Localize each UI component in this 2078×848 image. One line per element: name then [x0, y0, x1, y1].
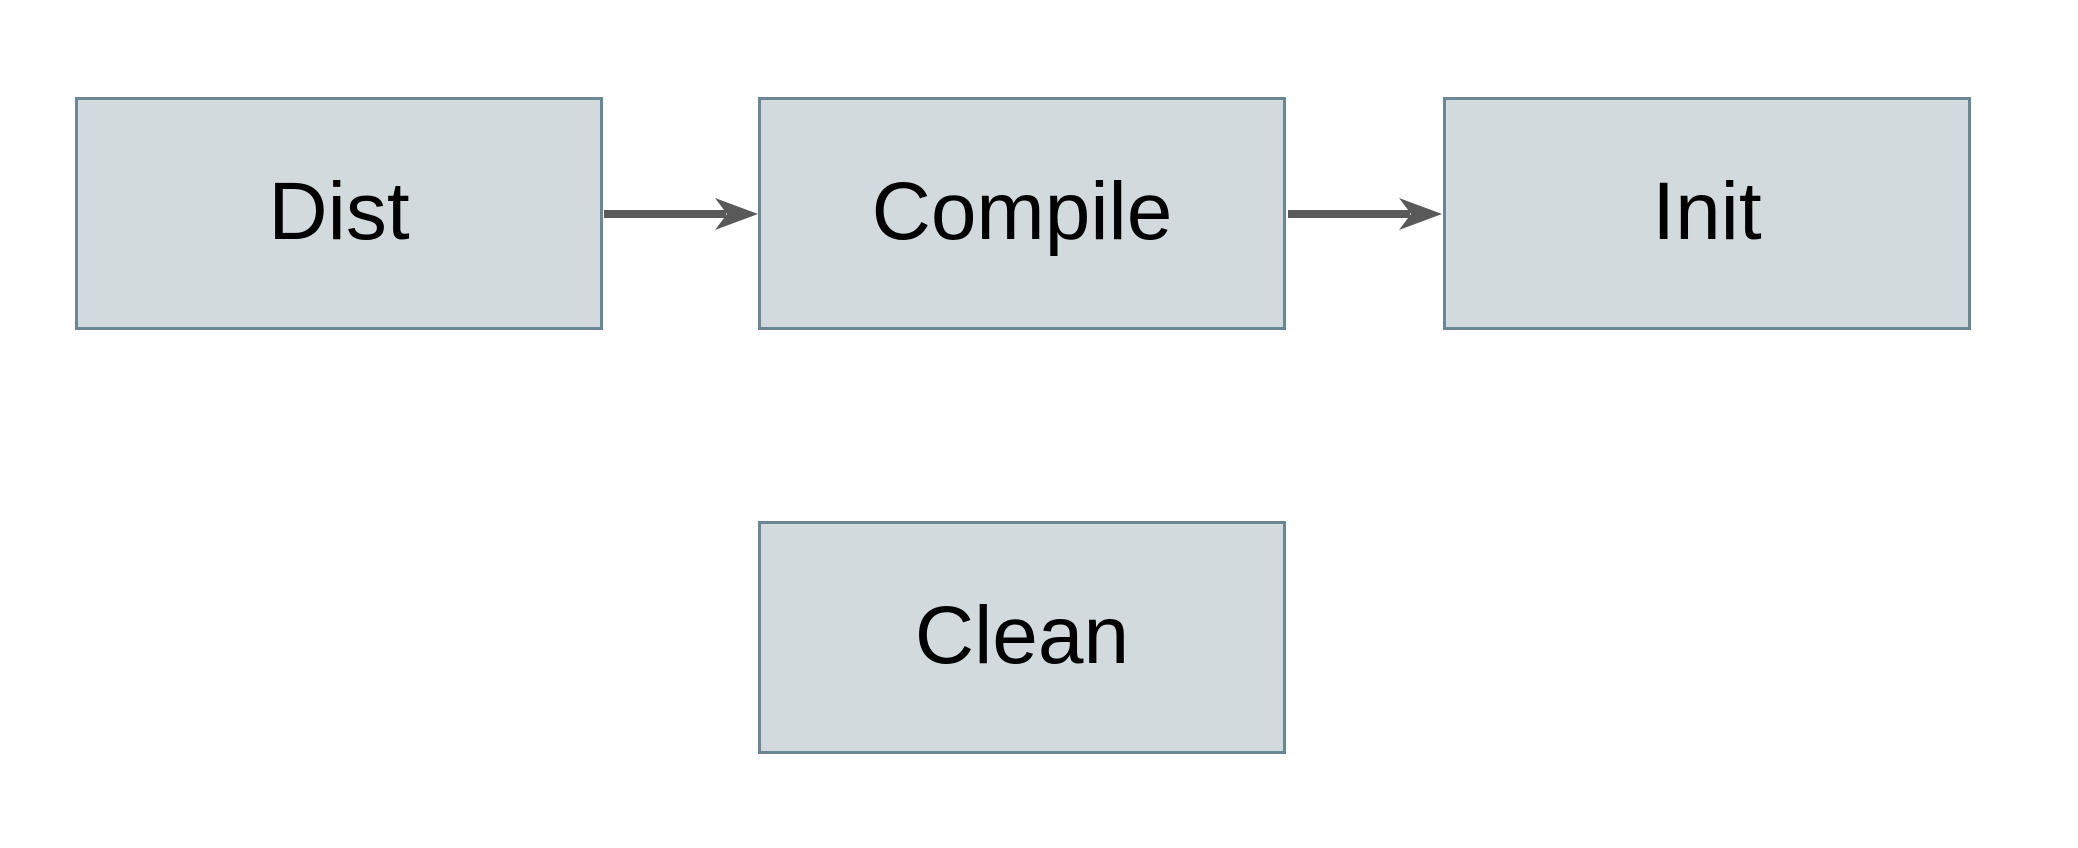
arrow-dist-to-compile-icon [604, 198, 758, 230]
arrow-head [715, 198, 758, 230]
flow-node-clean[interactable]: Clean [758, 521, 1286, 754]
flow-node-compile-label: Compile [871, 165, 1173, 257]
flow-node-clean-label: Clean [914, 589, 1130, 681]
flow-node-init[interactable]: Init [1443, 97, 1971, 330]
flow-node-dist[interactable]: Dist [75, 97, 603, 330]
flow-node-init-label: Init [1652, 165, 1762, 257]
flow-node-dist-label: Dist [268, 165, 410, 257]
arrow-compile-to-init-icon [1288, 198, 1442, 230]
flow-node-compile[interactable]: Compile [758, 97, 1286, 330]
arrow-head [1399, 198, 1442, 230]
